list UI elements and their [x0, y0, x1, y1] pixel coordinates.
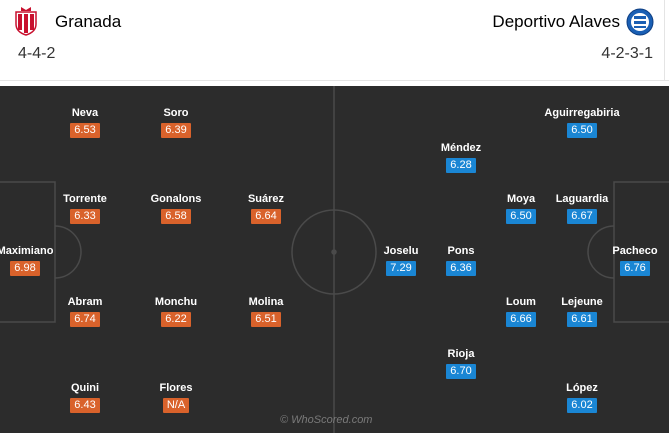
player-rating: 6.70: [446, 364, 476, 379]
player-name: López: [566, 382, 598, 394]
player-rating: 6.43: [70, 398, 100, 413]
player-rating: N/A: [162, 398, 190, 413]
player-name: Aguirregabiria: [544, 107, 620, 119]
home-formation: 4-4-2: [18, 45, 56, 62]
player-home-maximiano[interactable]: Maximiano 6.98: [0, 244, 65, 276]
header-edge: [664, 0, 665, 80]
player-name: Abram: [67, 296, 103, 308]
player-name: Rioja: [447, 348, 475, 360]
granada-crest-icon[interactable]: [14, 6, 38, 36]
player-name: Neva: [71, 107, 99, 119]
player-away-moya[interactable]: Moya 6.50: [481, 192, 561, 224]
player-away-lopez[interactable]: López 6.02: [542, 381, 622, 413]
player-name: Gonalons: [150, 193, 202, 205]
player-name: Suárez: [247, 193, 285, 205]
player-name: Méndez: [440, 142, 482, 154]
home-team-name[interactable]: Granada: [55, 12, 122, 31]
player-name: Laguardia: [555, 193, 609, 205]
player-away-loum[interactable]: Loum 6.66: [481, 295, 561, 327]
player-name: Monchu: [154, 296, 198, 308]
player-away-laguardia[interactable]: Laguardia 6.67: [542, 192, 622, 224]
player-home-neva[interactable]: Neva 6.53: [45, 106, 125, 138]
match-header: Granada 4-4-2 Deportivo Alaves 4-2-3-1: [0, 0, 669, 80]
player-home-abram[interactable]: Abram 6.74: [45, 295, 125, 327]
player-rating: 6.02: [567, 398, 597, 413]
player-rating: 6.51: [251, 312, 281, 327]
player-home-torrente[interactable]: Torrente 6.33: [45, 192, 125, 224]
player-name: Moya: [506, 193, 536, 205]
player-rating: 6.76: [620, 261, 650, 276]
player-away-pons[interactable]: Pons 6.36: [421, 244, 501, 276]
player-name: Maximiano: [0, 245, 54, 257]
player-home-monchu[interactable]: Monchu 6.22: [136, 295, 216, 327]
watermark: © WhoScored.com: [280, 414, 373, 426]
player-rating: 6.50: [506, 209, 536, 224]
away-formation: 4-2-3-1: [601, 45, 653, 62]
player-rating: 6.28: [446, 158, 476, 173]
player-rating: 6.74: [70, 312, 100, 327]
player-rating: 7.29: [386, 261, 416, 276]
player-home-gonalons[interactable]: Gonalons 6.58: [136, 192, 216, 224]
player-away-joselu[interactable]: Joselu 7.29: [361, 244, 441, 276]
player-name: Quini: [70, 382, 100, 394]
player-rating: 6.66: [506, 312, 536, 327]
player-rating: 6.64: [251, 209, 281, 224]
player-name: Flores: [159, 382, 193, 394]
alaves-crest-icon[interactable]: [626, 8, 654, 36]
player-away-lejeune[interactable]: Lejeune 6.61: [542, 295, 622, 327]
pitch: Neva 6.53 Soro 6.39 Torrente 6.33 Gonalo…: [0, 86, 669, 433]
player-rating: 6.33: [70, 209, 100, 224]
away-team-name[interactable]: Deportivo Alaves: [492, 12, 620, 31]
player-rating: 6.53: [70, 123, 100, 138]
player-away-aguirregabiria[interactable]: Aguirregabiria 6.50: [542, 106, 622, 138]
player-name: Loum: [506, 296, 536, 308]
player-away-mendez[interactable]: Méndez 6.28: [421, 141, 501, 173]
player-name: Pons: [447, 245, 475, 257]
player-away-rioja[interactable]: Rioja 6.70: [421, 347, 501, 379]
player-home-quini[interactable]: Quini 6.43: [45, 381, 125, 413]
player-name: Torrente: [63, 193, 107, 205]
player-name: Soro: [163, 107, 189, 119]
player-rating: 6.39: [161, 123, 191, 138]
player-away-pacheco[interactable]: Pacheco 6.76: [595, 244, 669, 276]
player-home-flores[interactable]: Flores N/A: [136, 381, 216, 413]
player-name: Molina: [248, 296, 284, 308]
player-rating: 6.61: [567, 312, 597, 327]
player-home-molina[interactable]: Molina 6.51: [226, 295, 306, 327]
player-name: Lejeune: [561, 296, 603, 308]
player-name: Pacheco: [612, 245, 658, 257]
player-name: Joselu: [383, 245, 419, 257]
player-rating: 6.58: [161, 209, 191, 224]
player-rating: 6.22: [161, 312, 191, 327]
pitch-lines: [0, 86, 669, 433]
player-rating: 6.50: [567, 123, 597, 138]
player-home-suarez[interactable]: Suárez 6.64: [226, 192, 306, 224]
player-rating: 6.98: [10, 261, 40, 276]
header-divider: [0, 80, 669, 81]
player-rating: 6.36: [446, 261, 476, 276]
player-rating: 6.67: [567, 209, 597, 224]
player-home-soro[interactable]: Soro 6.39: [136, 106, 216, 138]
